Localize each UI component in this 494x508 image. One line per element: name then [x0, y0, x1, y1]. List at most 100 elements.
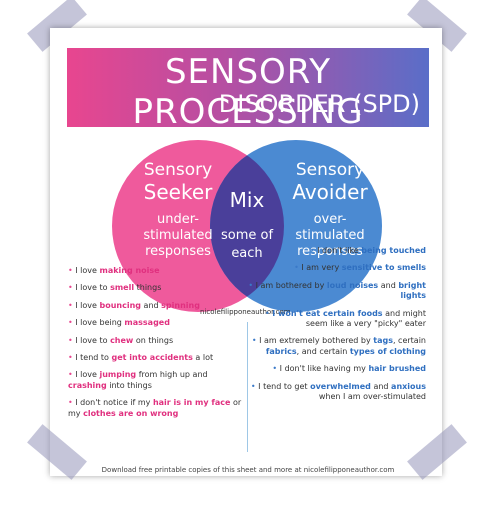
item-hl: tags [373, 336, 393, 346]
bullet-icon: • [68, 266, 76, 275]
avoider-list: • I don't like being touched • I am very … [246, 246, 426, 409]
bullet-icon: • [248, 280, 256, 290]
item-hl: smell [110, 283, 135, 293]
item-mid: and [378, 280, 399, 290]
item-post: a lot [192, 352, 214, 362]
item-hl: hair brushed [368, 364, 426, 374]
seeker-heading2: Seeker [143, 180, 213, 204]
item-pre: I love [75, 370, 100, 380]
bullet-icon: • [68, 318, 76, 328]
bullet-icon: • [250, 381, 259, 391]
list-item: • I love bouncing and spinning [68, 301, 248, 311]
item-hl2: anxious [391, 381, 426, 391]
item-mid: and [141, 300, 162, 310]
list-item: • I tend to get into accidents a lot [68, 353, 248, 363]
bullet-icon: • [68, 335, 76, 345]
item-hl2: crashing [68, 380, 107, 390]
column-divider [247, 322, 248, 452]
item-hl: loud noises [326, 280, 379, 290]
item-pre: I am extremely bothered by [259, 336, 374, 346]
list-item: • I am extremely bothered by tags, certa… [246, 336, 426, 357]
title-banner [67, 48, 429, 127]
list-item: • I am very sensitive to smells [246, 263, 426, 273]
list-item: • I love being massaged [68, 318, 248, 328]
list-item: • I don't like being touched [246, 246, 426, 256]
mix-sub1: some of [220, 228, 274, 243]
list-item: • I love to smell things [68, 283, 248, 293]
item-pre: I tend to get [258, 381, 311, 391]
seeker-sub2: stimulated [143, 228, 213, 243]
bullet-icon: • [68, 370, 76, 380]
title-line2: DISORDER (SPD) [218, 90, 420, 118]
item-mid: or my [68, 398, 242, 418]
item-pre: I don't like [317, 246, 362, 255]
item-hl: I won't eat certain foods [272, 308, 383, 318]
item-mid: from high up and [136, 370, 208, 380]
item-pre: I don't notice if my [75, 398, 153, 408]
item-hl: massaged [124, 318, 170, 328]
avoider-heading1: Sensory [295, 160, 365, 180]
item-hl: bouncing [99, 300, 142, 310]
item-hl: being touched [361, 246, 426, 255]
avoider-sub3: responses [297, 244, 363, 259]
item-post: and might seem like a very "picky" eater [305, 308, 426, 328]
item-pre: I tend to [75, 352, 112, 362]
item-pre: I love to [75, 283, 111, 293]
item-post: when I am over-stimulated [318, 391, 426, 401]
list-item: • I won't eat certain foods and might se… [246, 309, 426, 330]
avoider-sub1: over- [313, 212, 347, 227]
list-item: • I love jumping from high up and crashi… [68, 370, 248, 391]
item-hl: making noise [99, 266, 160, 275]
seeker-sub1: under- [157, 212, 199, 227]
item-hl2: clothes are on wrong [83, 408, 179, 418]
item-hl2: spinning [161, 300, 200, 310]
item-hl: chew [110, 335, 134, 345]
avoider-heading2: Avoider [292, 180, 368, 204]
bullet-icon: • [294, 263, 302, 273]
mix-heading: Mix [229, 188, 265, 212]
list-item: • I love to chew on things [68, 336, 248, 346]
item-hl: sensitive to smells [341, 263, 426, 273]
item-hl: hair is in my face [152, 398, 231, 408]
item-pre: I love to [75, 335, 111, 345]
item-mid: , certain [392, 336, 426, 346]
bullet-icon: • [68, 283, 76, 293]
credit-text: nicolefilipponeauthor.com [200, 308, 291, 316]
list-item: • I tend to get overwhelmed and anxious … [246, 382, 426, 403]
bullet-icon: • [68, 300, 76, 310]
item-pre: I am bothered by [255, 280, 327, 290]
list-item: • I don't notice if my hair is in my fac… [68, 398, 248, 419]
item-post: on things [133, 335, 174, 345]
seeker-heading1: Sensory [143, 160, 213, 180]
mix-overlap [210, 140, 284, 312]
bullet-icon: • [68, 398, 76, 408]
bullet-icon: • [272, 364, 280, 374]
item-mid: and [370, 381, 392, 391]
item-hl2: fabrics [265, 346, 297, 356]
item-hl3: types of clothing [349, 346, 426, 356]
item-pre: I love [75, 300, 100, 310]
item-pre: I love [75, 266, 100, 275]
mix-sub2: each [231, 246, 263, 261]
list-item: • I love making noise [68, 266, 248, 276]
footer-text: Download free printable copies of this s… [101, 466, 395, 474]
seeker-list: • I love making noise • I love to smell t… [68, 266, 248, 426]
item-hl: get into accidents [111, 352, 193, 362]
bullet-icon: • [251, 336, 260, 346]
list-item: • I am bothered by loud noises and brigh… [246, 281, 426, 302]
bullet-icon: • [309, 246, 318, 255]
item-post: into things [106, 380, 152, 390]
item-hl2: bright lights [398, 280, 426, 301]
bullet-icon: • [68, 352, 76, 362]
item-hl: overwhelmed [310, 381, 371, 391]
seeker-sub3: responses [145, 244, 211, 259]
item-pre: I don't like having my [279, 364, 369, 374]
title-line1: SENSORY PROCESSING [132, 52, 364, 132]
bullet-icon: • [264, 308, 273, 318]
item-hl: jumping [99, 370, 137, 380]
item-mid2: , and certain [296, 346, 350, 356]
item-pre: I love being [75, 318, 125, 328]
list-item: • I don't like having my hair brushed [246, 364, 426, 374]
avoider-sub2: stimulated [295, 228, 365, 243]
